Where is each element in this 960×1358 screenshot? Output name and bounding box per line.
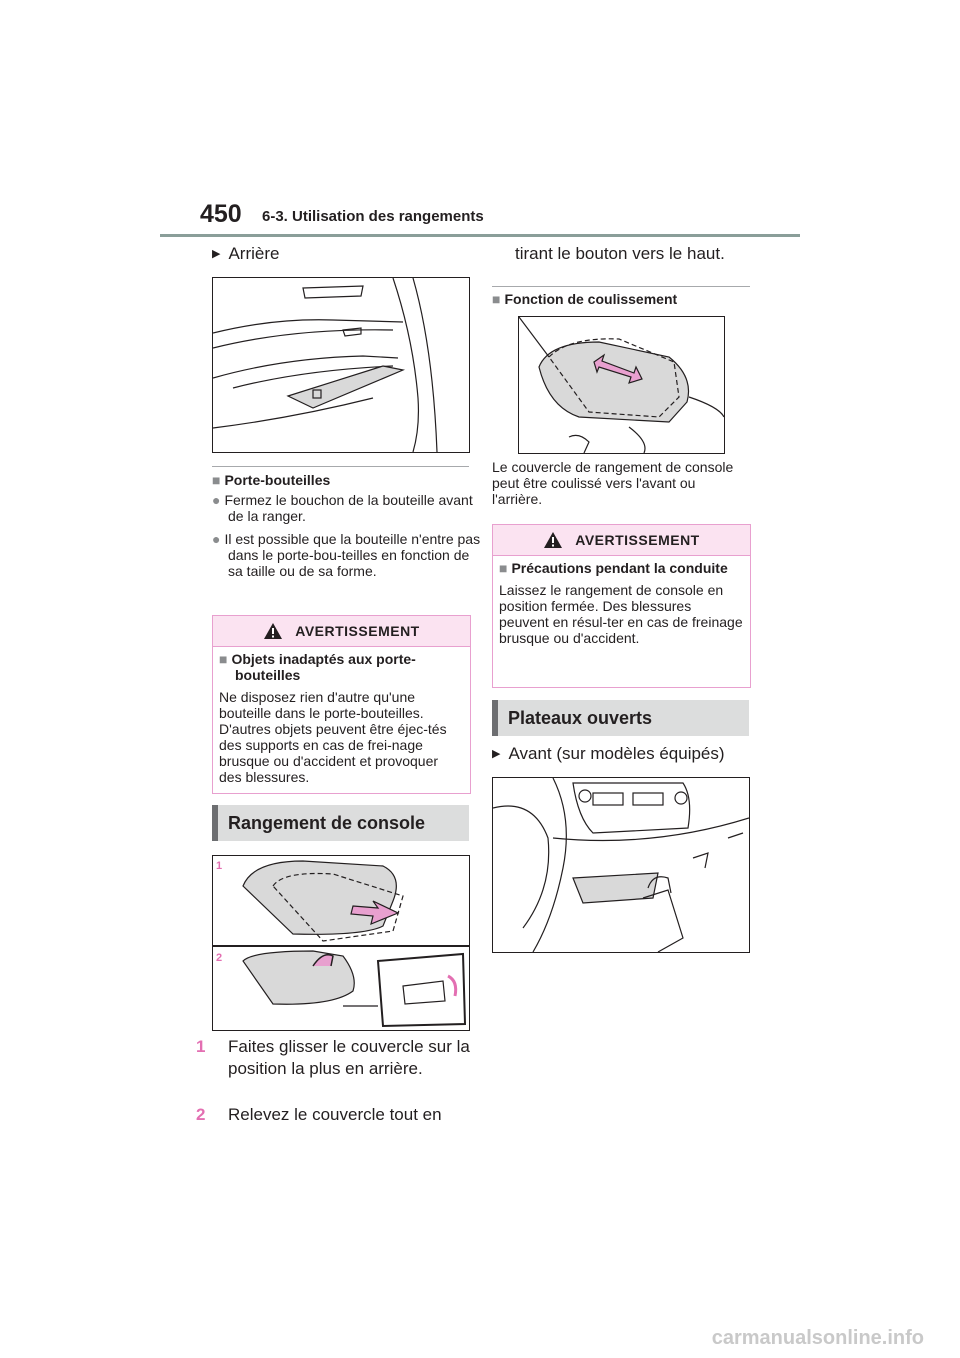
section-title: 6-3. Utilisation des rangements bbox=[262, 208, 484, 225]
square-bullet-icon: ■ bbox=[492, 291, 501, 307]
console-heading: Rangement de console bbox=[212, 805, 469, 841]
warning-heading: ■Précautions pendant la conduite bbox=[499, 560, 728, 576]
console-illustration: 1 2 bbox=[212, 855, 470, 1031]
warning-box-bottles: AVERTISSEMENT ■Objets inadaptés aux port… bbox=[212, 615, 471, 794]
square-bullet-icon: ■ bbox=[212, 472, 221, 488]
warning-box-driving: AVERTISSEMENT ■Précautions pendant la co… bbox=[492, 524, 751, 688]
circle-bullet-icon: ● bbox=[212, 492, 221, 508]
figure-label-2: 2 bbox=[216, 952, 223, 964]
warning-header: AVERTISSEMENT bbox=[213, 616, 470, 647]
slide-heading: ■Fonction de coulissement bbox=[492, 291, 678, 307]
triangle-bullet-icon: ▶ bbox=[212, 248, 221, 260]
square-bullet-icon: ■ bbox=[499, 560, 508, 576]
warning-heading: ■Objets inadaptés aux porte-bouteilles bbox=[219, 651, 416, 683]
divider bbox=[212, 466, 469, 467]
plateaux-heading: Plateaux ouverts bbox=[492, 700, 749, 736]
footer-url: carmanualsonline.info bbox=[711, 1327, 924, 1349]
arriere-label: ▶Arrière bbox=[212, 244, 280, 263]
porte-heading: ■Porte-bouteilles bbox=[212, 472, 331, 488]
porte-bullet-2: ●Il est possible que la bouteille n'entr… bbox=[212, 531, 481, 579]
circle-bullet-icon: ● bbox=[212, 531, 221, 547]
front-tray-illustration bbox=[492, 777, 750, 953]
page-number: 450 bbox=[200, 200, 242, 228]
triangle-bullet-icon: ▶ bbox=[492, 748, 501, 760]
warning-body: Ne disposez rien d'autre qu'une bouteill… bbox=[219, 689, 447, 785]
divider bbox=[492, 286, 750, 287]
warning-triangle-icon bbox=[544, 532, 563, 548]
header-rule bbox=[160, 234, 800, 237]
square-bullet-icon: ■ bbox=[219, 651, 228, 667]
slide-illustration bbox=[518, 316, 725, 454]
porte-bullet-1: ●Fermez le bouchon de la bouteille avant… bbox=[212, 492, 473, 524]
warning-triangle-icon bbox=[264, 623, 283, 639]
step-2-continuation: tirant le bouton vers le haut. bbox=[515, 244, 725, 263]
warning-header: AVERTISSEMENT bbox=[493, 525, 750, 556]
warning-body: Laissez le rangement de console en posit… bbox=[499, 582, 743, 646]
slide-text: Le couvercle de rangement de console peu… bbox=[492, 459, 734, 507]
rear-door-illustration bbox=[212, 277, 470, 453]
avant-label: ▶Avant (sur modèles équipés) bbox=[492, 744, 725, 763]
figure-label-1: 1 bbox=[216, 860, 223, 872]
